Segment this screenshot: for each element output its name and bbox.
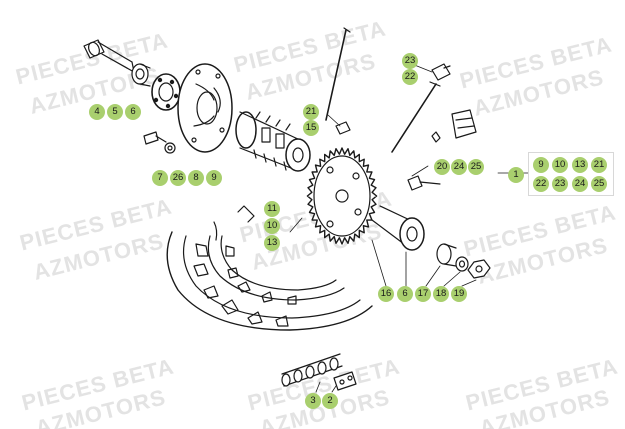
callout-8: 8 [188,170,204,186]
callout-list-21: 21 [591,157,607,173]
callout-7: 7 [152,170,168,186]
callout-6-right: 6 [397,286,413,302]
axle-part [83,39,135,73]
spoke-part [325,27,441,153]
callout-19: 19 [451,286,467,302]
nipple-part [431,63,451,81]
callout-16: 16 [378,286,394,302]
callout-21-sprocket: 21 [303,104,319,120]
callout-10: 10 [264,218,280,234]
chain-part [281,353,357,391]
hub-part [235,111,311,172]
callout-11: 11 [264,201,280,217]
right-bearing-part [371,205,491,279]
callout-13: 13 [264,235,280,251]
callout-list-24: 24 [572,176,588,192]
callout-list-25: 25 [591,176,607,192]
tire-part [166,205,373,331]
callout-2: 2 [322,393,338,409]
bolt-part [407,109,477,191]
bearing-part [151,73,181,111]
callout-25: 25 [468,159,484,175]
callout-5: 5 [107,104,123,120]
callout-list-10: 10 [552,157,568,173]
callout-22-nipple: 22 [402,69,418,85]
screw-part [143,131,176,154]
callout-1: 1 [508,167,524,183]
callout-list-9: 9 [533,157,549,173]
callout-list-23: 23 [552,176,568,192]
callout-9: 9 [206,170,222,186]
callout-26: 26 [170,170,186,186]
callout-3: 3 [305,393,321,409]
callout-23-nipple: 23 [402,53,418,69]
callout-18: 18 [433,286,449,302]
spacer-part [131,63,151,87]
callout-17: 17 [415,286,431,302]
callout-list-13: 13 [572,157,588,173]
callout-4: 4 [89,104,105,120]
callout-6: 6 [125,104,141,120]
callout-list-22: 22 [533,176,549,192]
sprocket-part [306,147,378,245]
callout-15: 15 [303,120,319,136]
callout-24: 24 [451,159,467,175]
callout-20: 20 [434,159,450,175]
brake-disc-part [177,63,233,153]
leader-lines [289,63,529,393]
